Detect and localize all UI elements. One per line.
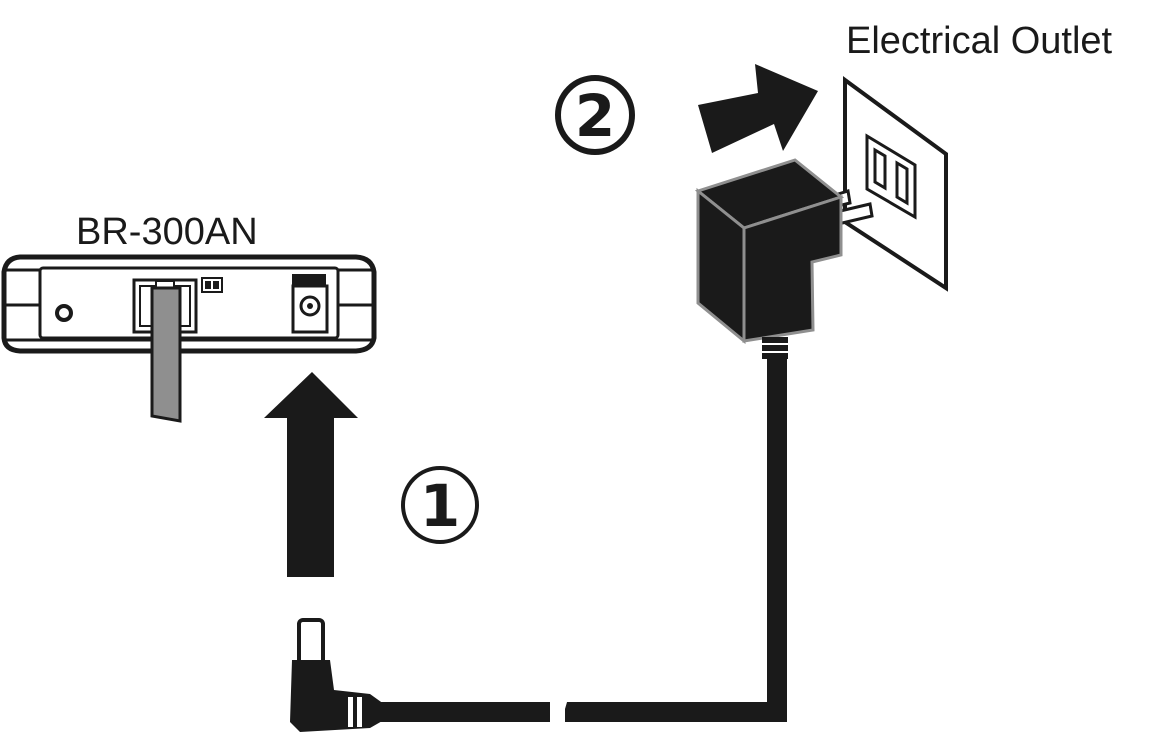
- step-1-badge: 1: [401, 466, 479, 544]
- outlet-label: Electrical Outlet: [846, 20, 1113, 62]
- dc-power-jack-icon: [291, 274, 329, 334]
- router-device: [1, 254, 377, 423]
- step-2-badge: 2: [555, 75, 635, 155]
- ac-adapter: [694, 158, 874, 359]
- dc-plug: [290, 618, 384, 732]
- step-1-number: 1: [420, 472, 460, 540]
- arrow-up-icon: [264, 372, 358, 577]
- ethernet-cable: [150, 286, 182, 423]
- step-2-number: 2: [575, 82, 615, 150]
- electrical-outlet: [843, 76, 948, 292]
- arrow-right-icon: [698, 64, 818, 153]
- device-label: BR-300AN: [76, 211, 258, 253]
- reset-button-icon: [55, 304, 73, 322]
- power-cord: [370, 358, 787, 725]
- mode-switch-icon: [201, 277, 223, 293]
